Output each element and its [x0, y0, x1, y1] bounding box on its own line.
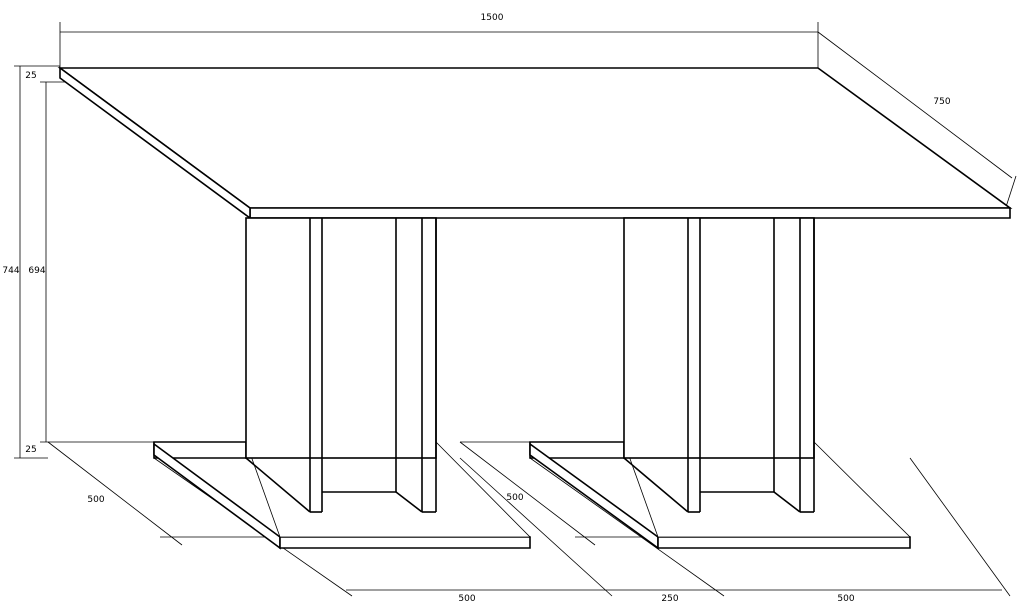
dim-base-thickness: 25 [25, 445, 36, 455]
dim-total-height: 744 [2, 266, 19, 276]
dim-depth: 750 [933, 97, 950, 107]
dim-top-thickness: 25 [25, 71, 36, 81]
dim-top-width: 1500 [481, 13, 504, 23]
table-top [57, 66, 1013, 220]
left-pedestal [153, 217, 531, 550]
dim-leg-height: 694 [28, 266, 45, 276]
dim-bottom-gap: 250 [661, 594, 678, 604]
dim-bottom-right-width: 500 [837, 594, 854, 604]
right-pedestal [529, 217, 911, 550]
dim-bottom-left-width: 500 [458, 594, 475, 604]
dim-base-depth-left: 500 [87, 495, 104, 505]
dim-base-depth-mid: 500 [506, 493, 523, 503]
